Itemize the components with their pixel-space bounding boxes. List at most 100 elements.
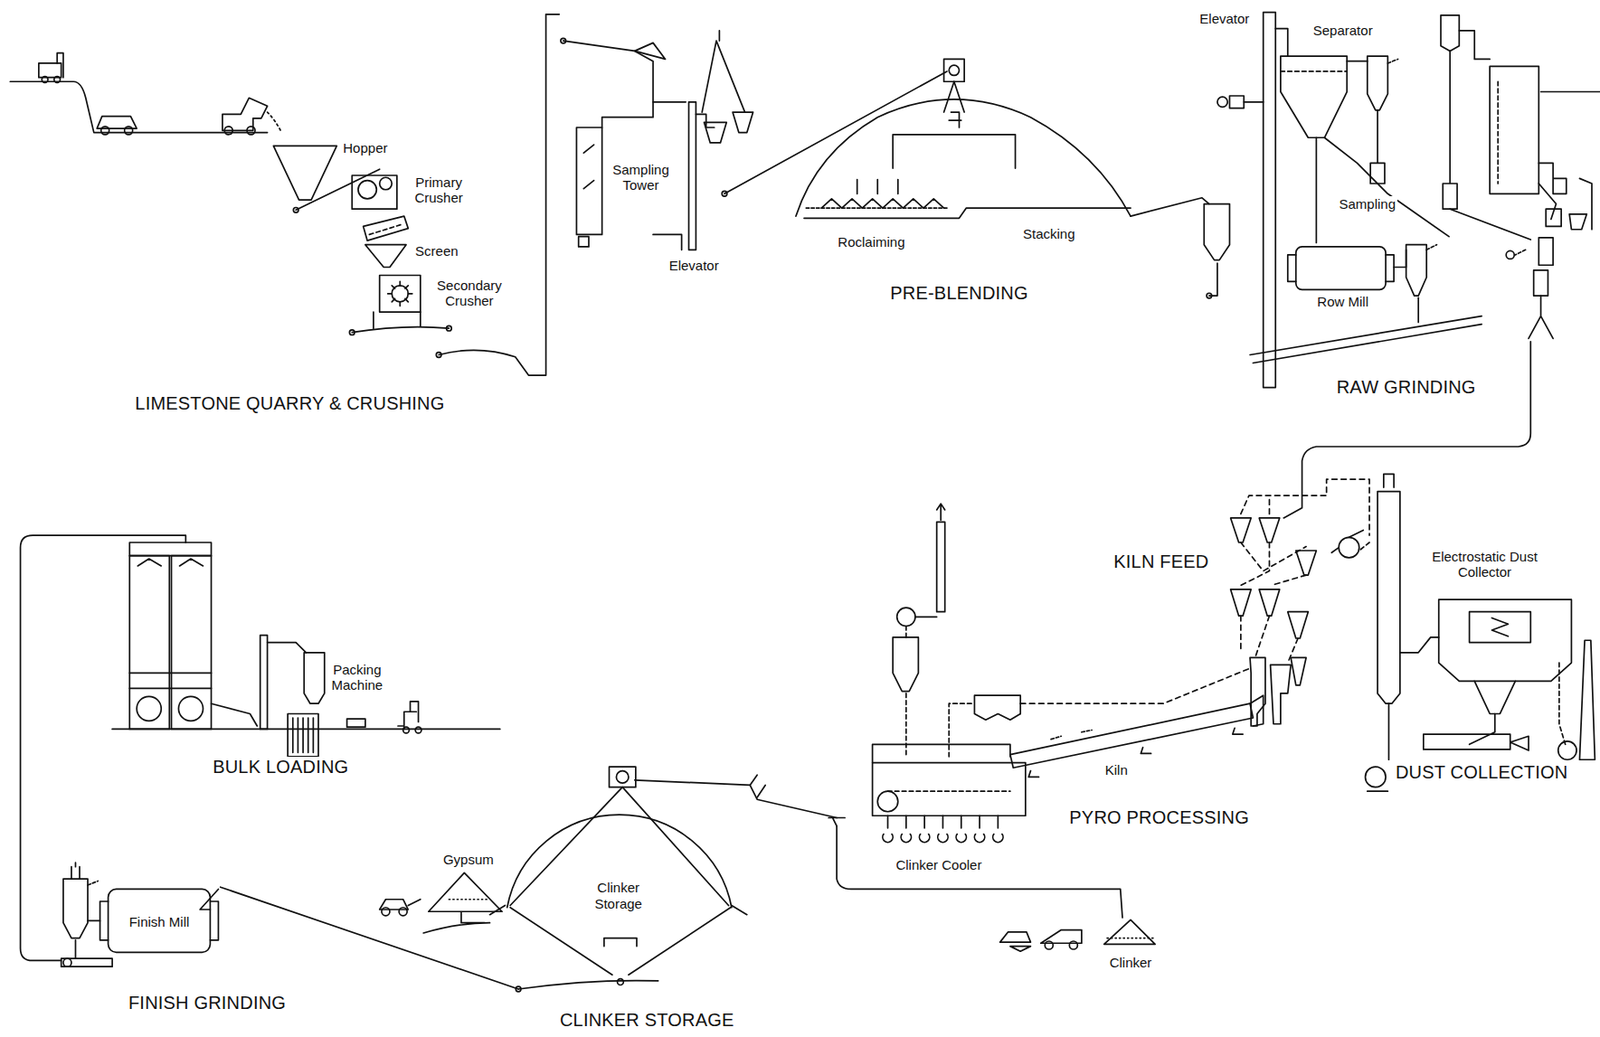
- quarry-crushing-drawing-shape: [41, 76, 48, 84]
- finish-bulk-drawing-shape: [287, 713, 319, 757]
- finish-bulk-drawing-shape: [61, 958, 113, 967]
- preheater-kiln-drawing-shape: [1249, 695, 1264, 727]
- quarry-crushing-drawing-shape: [351, 175, 398, 209]
- raw-grinding-drawing-shape: [1217, 96, 1228, 107]
- finish-bulk-drawing-shape: [63, 958, 72, 967]
- quarry-crushing-drawing-shape: [379, 275, 421, 313]
- quarry-crushing-drawing-shape: [56, 53, 64, 78]
- clinker-storage-drawing-shape: [634, 780, 837, 819]
- clinker-storage-drawing-shape: [398, 908, 408, 917]
- raw-grinding-drawing-shape: [1538, 178, 1592, 229]
- preheater-kiln-drawing-shape: [877, 791, 899, 813]
- part-label: Gypsum: [441, 852, 496, 868]
- section-heading: PYRO PROCESSING: [1067, 807, 1251, 829]
- clinker-storage-drawing-shape: [423, 912, 490, 934]
- quarry-crushing-drawing-shape: [388, 281, 413, 306]
- dust-collection-drawing-shape: [1579, 640, 1595, 760]
- finish-bulk-drawing-shape: [129, 556, 170, 730]
- preheater-kiln-drawing-shape: [1287, 612, 1309, 639]
- pre-blending-drawing-shape: [703, 122, 727, 143]
- part-label: Electrostatic Dust Collector: [1429, 549, 1542, 581]
- section-heading: BULK LOADING: [210, 757, 351, 778]
- pre-blending-drawing-shape: [689, 102, 697, 251]
- part-label: Packing Machine: [330, 662, 386, 694]
- raw-grinding-drawing-shape: [1541, 91, 1600, 94]
- finish-bulk-drawing-shape: [397, 701, 419, 729]
- dust-collection-drawing-shape: [1365, 766, 1387, 788]
- preheater-kiln-drawing-shape: [1230, 589, 1252, 616]
- quarry-crushing-drawing-shape: [224, 126, 233, 135]
- quarry-crushing-drawing-shape: [369, 224, 402, 235]
- dust-collection-drawing-shape: [1558, 741, 1577, 760]
- quarry-crushing-drawing-shape: [9, 81, 267, 133]
- pre-blending-drawing-shape: [948, 65, 959, 76]
- raw-grinding-drawing-shape: [1367, 56, 1389, 111]
- pre-blending-drawing-shape: [821, 198, 944, 209]
- finish-bulk-drawing: [20, 535, 501, 967]
- quarry-crushing-drawing-shape: [363, 216, 409, 241]
- section-heading: PRE-BLENDING: [888, 283, 1030, 304]
- pre-blending-drawing-shape: [701, 30, 745, 113]
- preheater-kiln-drawing: [872, 479, 1370, 843]
- finish-bulk-drawing-shape: [347, 719, 366, 728]
- pre-blending-drawing-shape: [583, 144, 594, 189]
- preheater-kiln-drawing-shape: [1240, 479, 1370, 536]
- clinker-storage-drawing-shape: [1104, 919, 1156, 945]
- finish-bulk-drawing-shape: [137, 558, 203, 567]
- pre-blending-drawing-shape: [721, 190, 728, 197]
- raw-grinding-drawing-shape: [1275, 28, 1288, 57]
- preheater-kiln-drawing-shape: [872, 763, 1026, 817]
- raw-grinding-drawing-shape: [1533, 270, 1549, 296]
- clinker-storage-drawing-shape: [448, 899, 490, 901]
- finish-bulk-drawing-shape: [112, 728, 501, 731]
- clinker-storage-drawing-shape: [428, 872, 502, 912]
- preheater-kiln-drawing-shape: [897, 607, 916, 626]
- raw-grinding-drawing: [1217, 12, 1600, 519]
- finish-bulk-drawing-shape: [75, 940, 77, 959]
- clinker-storage-drawing-shape: [1069, 941, 1078, 950]
- clinker-storage-drawing-shape: [604, 938, 637, 947]
- dust-collection-drawing-shape: [1359, 542, 1370, 551]
- raw-grinding-drawing-shape: [1406, 245, 1428, 296]
- raw-grinding-drawing-shape: [1449, 208, 1553, 266]
- section-heading: DUST COLLECTION: [1393, 762, 1570, 784]
- dust-collection-drawing-shape: [1474, 681, 1515, 714]
- raw-grinding-drawing-shape: [1528, 295, 1553, 339]
- part-label: Row Mill: [1315, 293, 1371, 310]
- pre-blending-drawing-shape: [563, 40, 686, 103]
- quarry-crushing-drawing-shape: [293, 208, 299, 214]
- raw-grinding-drawing-shape: [1324, 137, 1449, 237]
- dust-collection-drawing: [1359, 473, 1596, 792]
- part-label: Clinker: [1107, 955, 1155, 971]
- pre-blending-drawing-shape: [892, 134, 1015, 169]
- clinker-storage-drawing-shape: [1000, 932, 1032, 943]
- preheater-kiln-drawing-shape: [1010, 703, 1254, 768]
- clinker-storage-drawing-shape: [617, 979, 625, 986]
- dust-collection-drawing-shape: [1377, 492, 1401, 705]
- raw-grinding-drawing-shape: [1458, 30, 1490, 60]
- preheater-kiln-drawing-shape: [872, 744, 1011, 763]
- raw-grinding-drawing-shape: [1296, 246, 1386, 290]
- raw-grinding-drawing-shape: [1243, 101, 1263, 104]
- raw-grinding-drawing-shape: [1315, 137, 1318, 243]
- quarry-crushing-drawing-shape: [379, 177, 393, 190]
- clinker-storage-drawing-shape: [1010, 946, 1032, 953]
- pre-blending-drawing: [560, 30, 1231, 299]
- part-label: Clinker Cooler: [893, 857, 984, 873]
- preheater-kiln-drawing-shape: [905, 693, 908, 756]
- raw-grinding-drawing-shape: [1496, 81, 1499, 184]
- finish-bulk-drawing-shape: [260, 635, 268, 730]
- dust-collection-drawing-shape: [1559, 662, 1566, 745]
- preheater-kiln-drawing-shape: [915, 615, 938, 618]
- preheater-kiln-drawing-shape: [892, 637, 919, 692]
- preheater-kiln-drawing-shape: [1338, 537, 1360, 559]
- pre-blending-drawing-shape: [732, 112, 754, 133]
- preheater-kiln-drawing-shape: [1240, 500, 1307, 587]
- raw-grinding-drawing-shape: [1442, 50, 1458, 209]
- clinker-storage-drawing-shape: [828, 818, 845, 827]
- pre-blending-drawing-shape: [724, 71, 947, 194]
- pre-blending-drawing-shape: [576, 127, 602, 235]
- quarry-crushing-drawing-shape: [267, 112, 283, 133]
- preheater-kiln-drawing-shape: [1259, 518, 1280, 543]
